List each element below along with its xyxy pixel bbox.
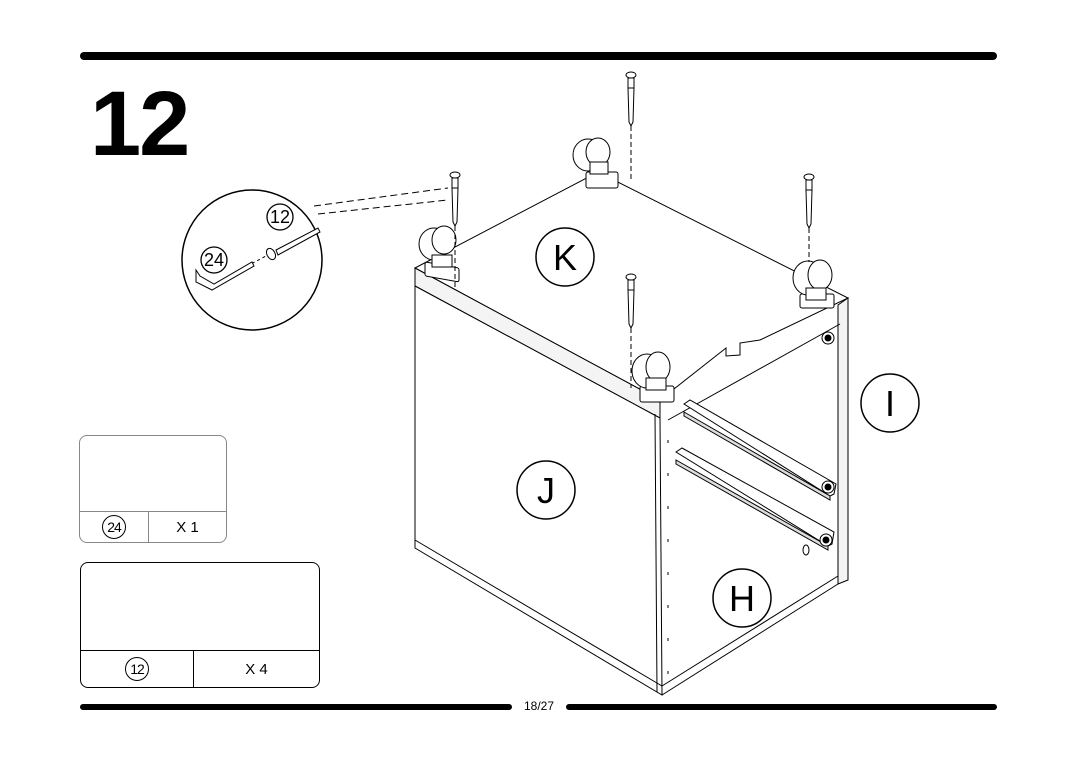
hardware-quantity: X 1: [176, 518, 199, 536]
hardware-quantity: X 4: [245, 660, 268, 678]
top-rule: [80, 52, 997, 60]
castor: [572, 137, 619, 189]
part-label-k: K: [535, 227, 595, 287]
bottom-rule-right: [566, 704, 997, 710]
castor: [418, 225, 460, 283]
bottom-rule-left: [80, 704, 512, 710]
screw: [803, 173, 815, 262]
svg-text:24: 24: [204, 250, 224, 270]
hardware-row: 24 X 1: [80, 511, 226, 542]
castor: [792, 259, 835, 309]
svg-text:H: H: [729, 578, 755, 619]
drawer-runners: [667, 331, 837, 690]
svg-text:12: 12: [270, 207, 290, 227]
screw: [449, 171, 461, 288]
screw: [625, 273, 637, 388]
hardware-row: 12 X 4: [81, 650, 319, 687]
step-number: 12: [90, 73, 190, 175]
hardware-id: 12: [125, 657, 149, 681]
screw: [625, 71, 637, 180]
svg-text:I: I: [885, 383, 895, 424]
svg-text:J: J: [537, 470, 555, 511]
part-label-i: I: [860, 373, 920, 433]
part-label-h: H: [712, 568, 772, 628]
svg-text:K: K: [553, 237, 577, 278]
page-number: 18/27: [523, 699, 555, 713]
hardware-card-screw: 12 X 4: [80, 562, 320, 688]
castor: [631, 351, 675, 403]
hardware-card-allen-key: 24 X 1: [79, 435, 227, 543]
part-label-j: J: [516, 460, 576, 520]
detail-callout: 12 24: [181, 187, 449, 331]
hardware-id: 24: [102, 515, 126, 539]
